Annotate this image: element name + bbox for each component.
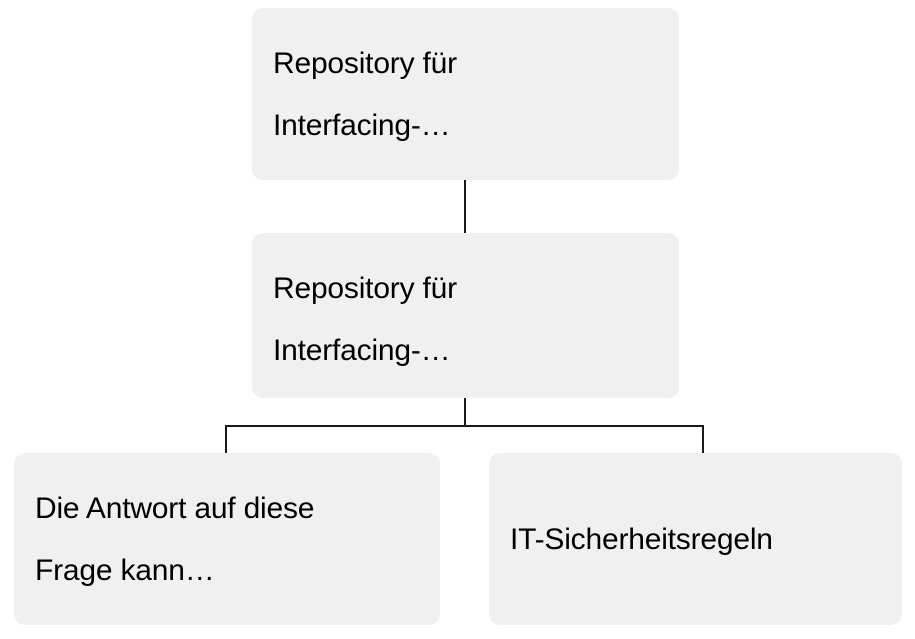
tree-node-leaf-right[interactable]: IT-Sicherheitsregeln xyxy=(489,453,902,625)
connector-horizontal-bus xyxy=(225,425,704,427)
connector-bus-to-leaf-left xyxy=(225,425,227,454)
tree-node-root[interactable]: Repository für Interfacing-… xyxy=(252,8,679,180)
tree-node-leaf-left[interactable]: Die Antwort auf diese Frage kann… xyxy=(14,453,440,625)
tree-node-root-label: Repository für Interfacing-… xyxy=(273,47,457,142)
tree-node-child-label: Repository für Interfacing-… xyxy=(273,272,457,367)
tree-node-leaf-left-label: Die Antwort auf diese Frage kann… xyxy=(35,492,315,587)
tree-node-leaf-right-label: IT-Sicherheitsregeln xyxy=(510,523,773,556)
connector-child-stem xyxy=(464,398,466,427)
connector-bus-to-leaf-right xyxy=(702,425,704,454)
tree-node-child[interactable]: Repository für Interfacing-… xyxy=(252,233,679,398)
connector-root-to-child xyxy=(464,180,466,233)
